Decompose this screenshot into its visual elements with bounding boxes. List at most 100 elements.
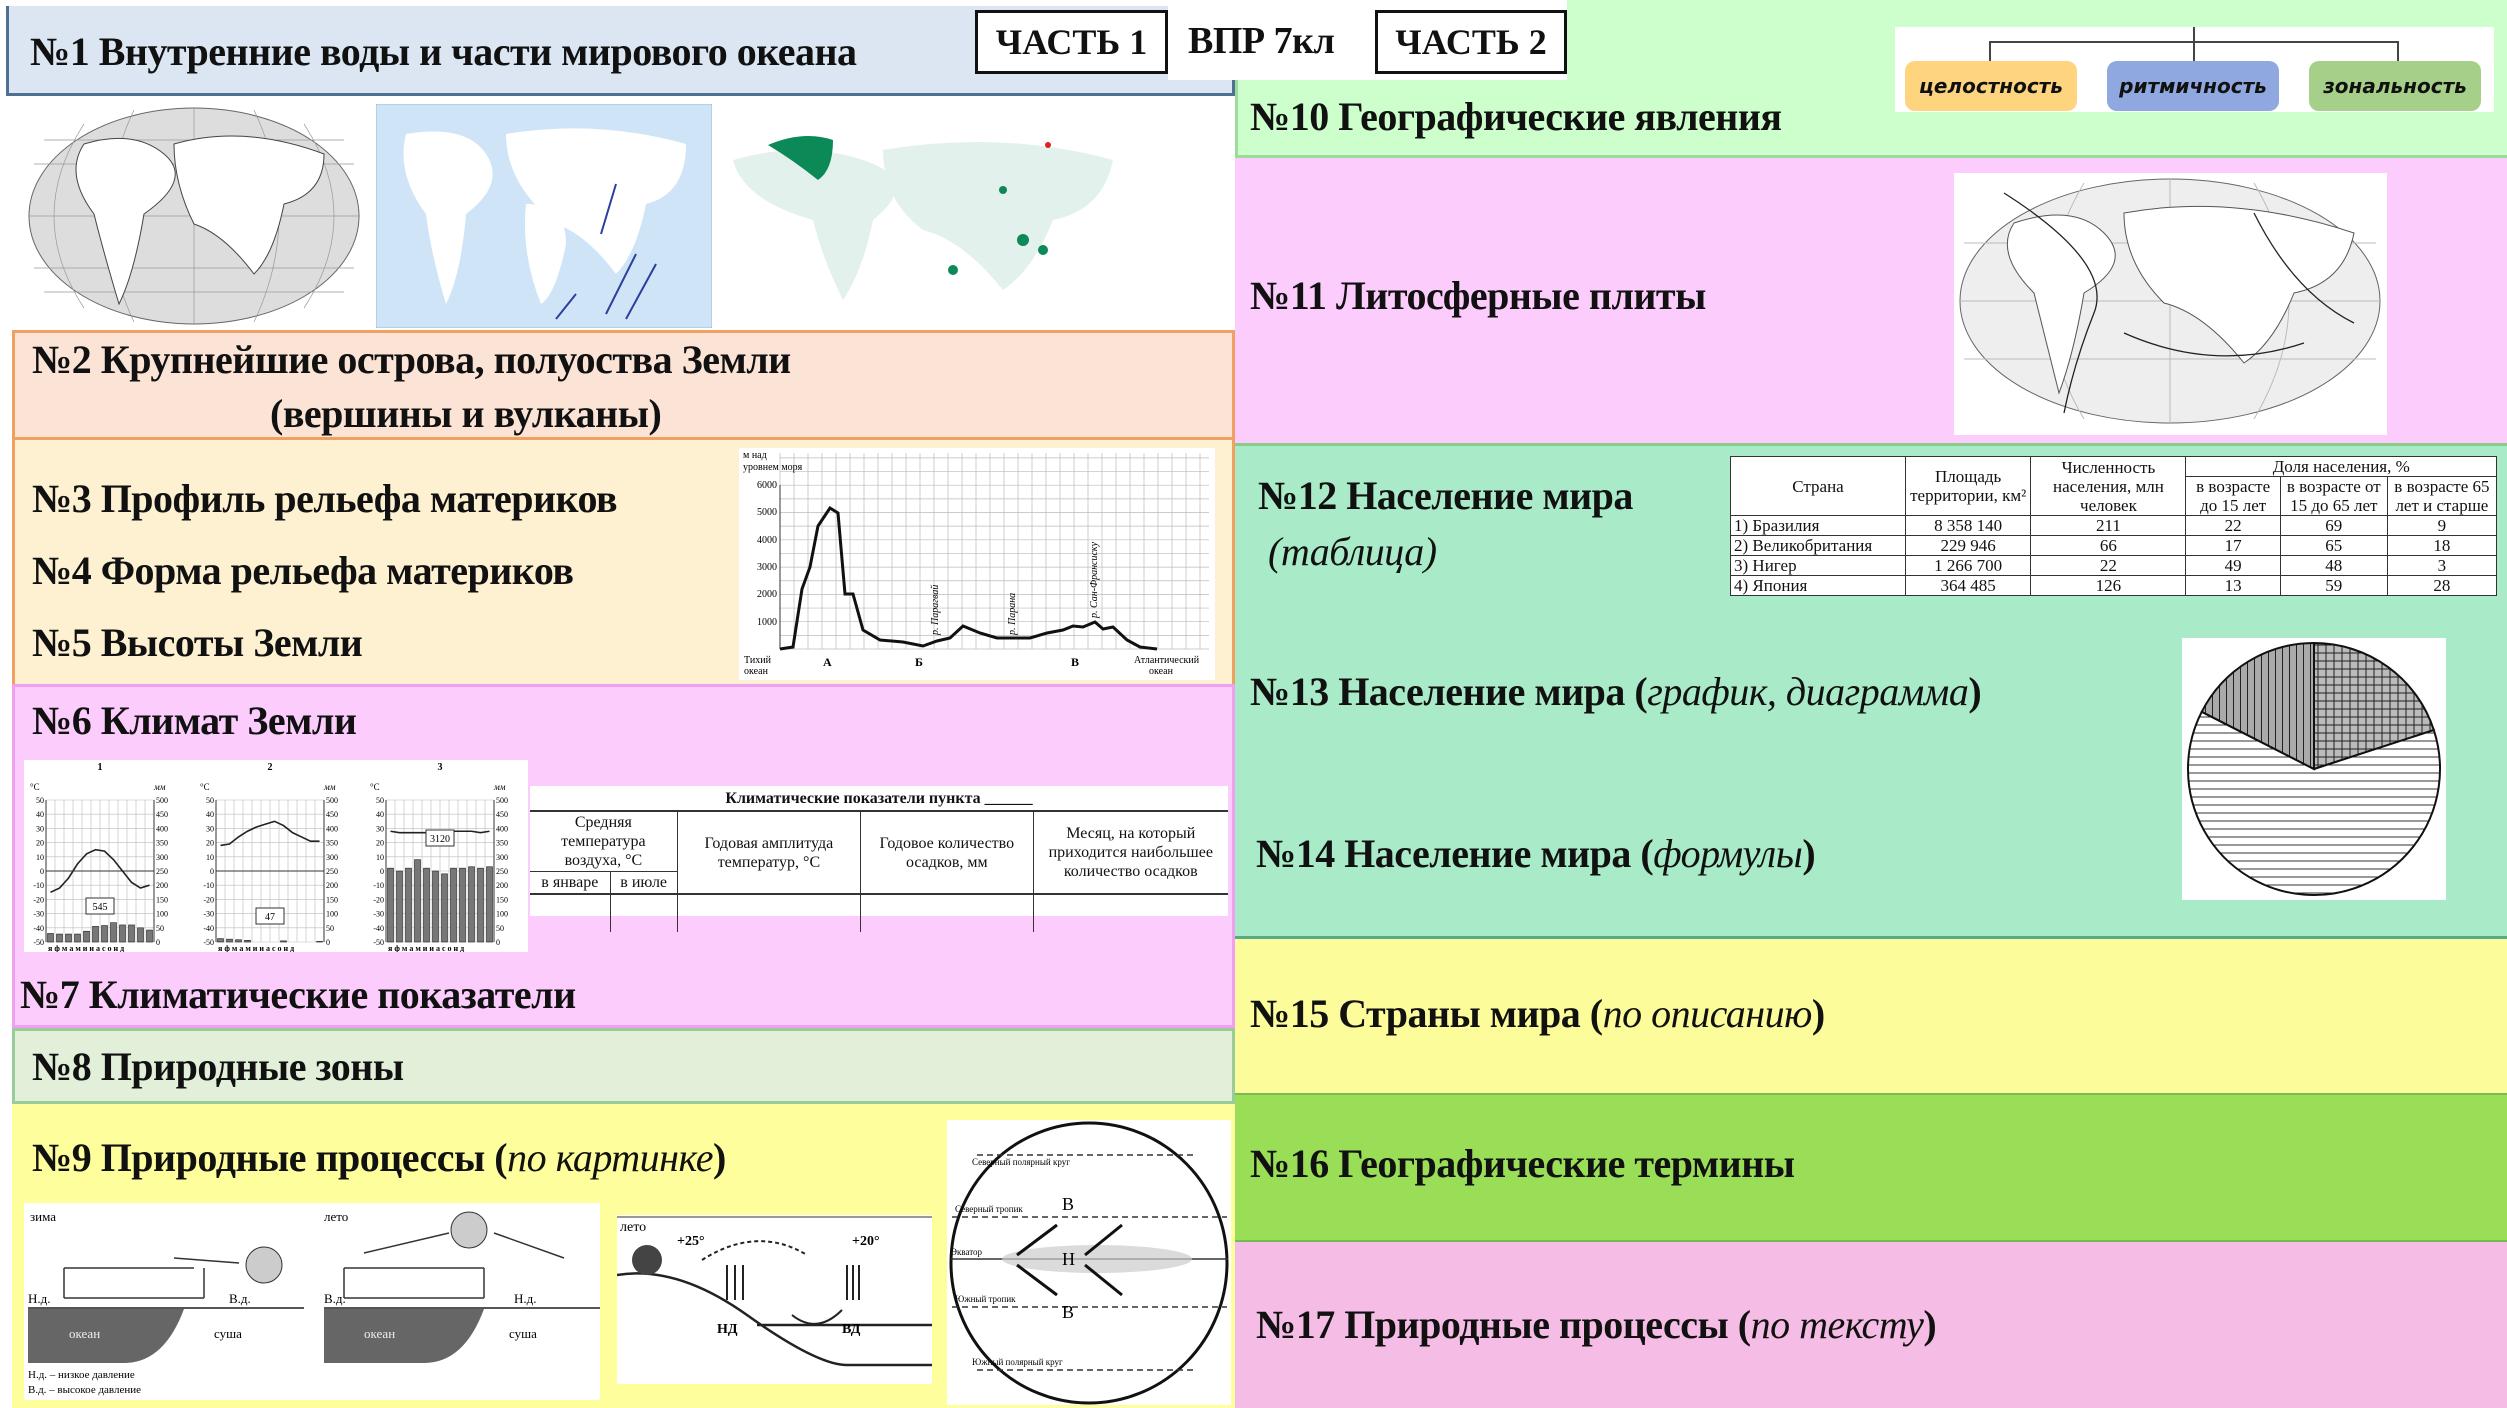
svg-text:200: 200 — [496, 881, 508, 890]
climate-table-title: Климатические показатели пункта ______ — [530, 786, 1228, 812]
svg-text:В.д.: В.д. — [229, 1291, 251, 1306]
svg-text:3120: 3120 — [430, 834, 450, 845]
svg-text:-50: -50 — [33, 938, 44, 947]
pie-slice-checkered — [2313, 641, 2436, 771]
svg-text:-30: -30 — [203, 910, 214, 919]
breeze-diagram: зима лето Н.д. В.д. В.д. Н.д. океан суша… — [24, 1203, 600, 1400]
slope-wind-diagram: лето +25° +20° НД ВД — [617, 1215, 932, 1384]
task12-subtitle: (таблица) — [1268, 529, 1437, 574]
svg-text:3: 3 — [438, 762, 443, 773]
task2-section — [12, 330, 1235, 440]
task9-title: №9 Природные процессы (по картинке) — [32, 1135, 726, 1180]
month-cell[interactable] — [1032, 894, 1228, 932]
svg-text:50: 50 — [206, 796, 214, 805]
svg-text:суша: суша — [214, 1326, 242, 1341]
svg-text:-20: -20 — [373, 895, 384, 904]
svg-text:30: 30 — [376, 824, 384, 833]
svg-text:мм: мм — [323, 782, 336, 792]
svg-text:450: 450 — [156, 810, 168, 819]
svg-text:20: 20 — [206, 839, 214, 848]
svg-text:50: 50 — [326, 924, 334, 933]
svg-text:545: 545 — [93, 902, 108, 913]
part1-button[interactable]: ЧАСТЬ 1 — [975, 10, 1168, 74]
svg-text:250: 250 — [496, 867, 508, 876]
svg-text:-50: -50 — [203, 938, 214, 947]
svg-text:10: 10 — [376, 853, 384, 862]
amplitude-cell[interactable] — [676, 894, 861, 932]
svg-text:0: 0 — [210, 867, 214, 876]
svg-text:-50: -50 — [373, 938, 384, 947]
svg-text:В: В — [1062, 1194, 1074, 1214]
svg-text:100: 100 — [326, 910, 338, 919]
svg-text:-10: -10 — [203, 881, 214, 890]
svg-text:В.д.: В.д. — [324, 1291, 346, 1306]
phenomenon-zonality: зональность — [2309, 61, 2481, 111]
svg-text:+25°: +25° — [677, 1234, 705, 1249]
svg-text:450: 450 — [496, 810, 508, 819]
svg-text:НД: НД — [717, 1322, 738, 1337]
svg-text:1000: 1000 — [757, 617, 777, 628]
svg-text:400: 400 — [326, 824, 338, 833]
svg-text:-40: -40 — [373, 924, 384, 933]
svg-text:200: 200 — [326, 881, 338, 890]
svg-text:300: 300 — [496, 853, 508, 862]
precip-cell[interactable] — [860, 894, 1033, 932]
pie-slice-vertical — [2200, 641, 2315, 771]
svg-text:300: 300 — [326, 853, 338, 862]
task17-section — [1235, 1240, 2507, 1408]
task16-section — [1235, 1093, 2507, 1240]
task2-subtitle: (вершины и вулканы) — [270, 391, 662, 436]
svg-text:Н: Н — [1062, 1249, 1075, 1269]
svg-text:350: 350 — [156, 839, 168, 848]
svg-text:250: 250 — [326, 867, 338, 876]
svg-text:океан: океан — [1149, 666, 1174, 677]
task15-section — [1235, 939, 2507, 1093]
svg-text:150: 150 — [326, 895, 338, 904]
task10-title: №10 Географические явления — [1250, 94, 1782, 139]
svg-text:зима: зима — [30, 1209, 56, 1224]
svg-text:250: 250 — [156, 867, 168, 876]
task16-title: №16 Географические термины — [1250, 1141, 1795, 1186]
svg-text:Южный тропик: Южный тропик — [955, 1294, 1016, 1304]
svg-text:Атлантический: Атлантический — [1134, 655, 1200, 666]
svg-text:Экватор: Экватор — [951, 1247, 983, 1257]
ocean-label: океан — [364, 1326, 395, 1341]
svg-text:уровнем моря: уровнем моря — [743, 462, 803, 473]
svg-text:Северный полярный круг: Северный полярный круг — [972, 1157, 1070, 1167]
task6-title: №6 Климат Земли — [32, 698, 357, 743]
svg-text:10: 10 — [36, 853, 44, 862]
svg-text:3000: 3000 — [757, 562, 777, 573]
task4-title: №4 Форма рельефа материков — [32, 548, 574, 593]
svg-text:47: 47 — [265, 912, 275, 923]
svg-text:2000: 2000 — [757, 589, 777, 600]
svg-text:350: 350 — [326, 839, 338, 848]
svg-text:я ф м а м и и а с о н д: я ф м а м и и а с о н д — [48, 944, 124, 952]
task3-title: №3 Профиль рельефа материков — [32, 476, 618, 521]
svg-text:мм: мм — [153, 782, 166, 792]
task12-title: №12 Население мира — [1258, 473, 1633, 518]
part2-button[interactable]: ЧАСТЬ 2 — [1375, 10, 1567, 74]
svg-text:50: 50 — [496, 924, 504, 933]
svg-text:В: В — [1062, 1302, 1074, 1322]
task15-title: №15 Страны мира (по описанию) — [1250, 991, 1825, 1036]
jan-cell[interactable] — [530, 894, 610, 932]
world-islands-map — [723, 120, 1120, 310]
svg-text:-10: -10 — [373, 881, 384, 890]
task1-title: №1 Внутренние воды и части мирового океа… — [30, 29, 857, 74]
phenomenon-integrity: целостность — [1905, 61, 2077, 111]
svg-text:0: 0 — [156, 938, 160, 947]
phenomena-diagram: целостность ритмичность зональность — [1895, 27, 2494, 112]
svg-text:р. Сан-Франсиску: р. Сан-Франсиску — [1089, 541, 1100, 619]
svg-text:500: 500 — [156, 796, 168, 805]
svg-text:-20: -20 — [33, 895, 44, 904]
svg-text:Тихий: Тихий — [744, 655, 772, 666]
jul-cell[interactable] — [609, 894, 678, 932]
svg-text:350: 350 — [496, 839, 508, 848]
svg-text:150: 150 — [496, 895, 508, 904]
svg-text:р. Парагвай: р. Парагвай — [930, 585, 941, 636]
svg-text:лето: лето — [324, 1209, 348, 1224]
svg-text:30: 30 — [36, 824, 44, 833]
svg-text:300: 300 — [156, 853, 168, 862]
profile-line — [779, 505, 1158, 651]
